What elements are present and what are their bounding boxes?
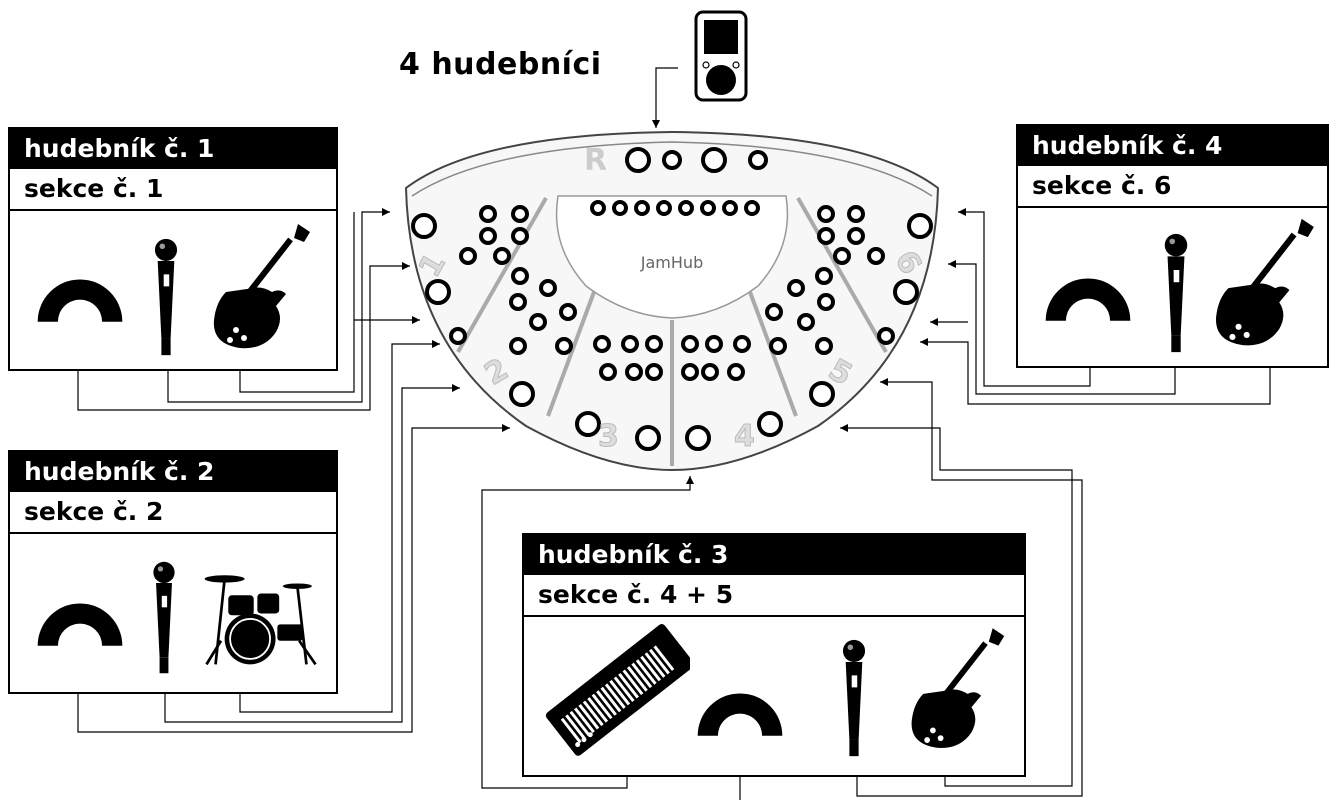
musician-label: hudebník č. 1 (10, 129, 336, 169)
electric-guitar-icon (1208, 216, 1320, 354)
microphone-icon (146, 560, 182, 679)
wire-m3-mic (856, 381, 1083, 797)
hub-logo: JamHub (640, 253, 703, 272)
wire-m3-guitar (840, 427, 1073, 787)
wire-m3-keyboard (481, 476, 691, 789)
electric-guitar-icon (206, 222, 316, 356)
wire-m1-guitar (239, 212, 355, 393)
musician-section: sekce č. 2 (10, 492, 336, 534)
diagram-title: 4 hudebníci (399, 47, 602, 82)
hub-master-label: R (584, 143, 607, 178)
headphones-icon (34, 590, 126, 654)
hub-section-3: 3 (598, 419, 619, 454)
musician-label: hudebník č. 2 (10, 452, 336, 492)
musician-label: hudebník č. 4 (1018, 126, 1327, 166)
mp3-player-icon (694, 10, 748, 102)
keyboard-icon (540, 620, 695, 764)
musician-section: sekce č. 6 (1018, 166, 1327, 208)
headphones-icon (1042, 265, 1134, 329)
hub-section-4: 4 (734, 419, 755, 454)
wire-m4-headphones (958, 211, 1091, 387)
microphone-icon (146, 237, 186, 361)
microphone-icon (834, 638, 874, 762)
headphones-icon (34, 266, 126, 330)
wire-m1-mic (167, 211, 390, 403)
wire-player (655, 67, 678, 128)
electric-guitar-icon (904, 624, 1010, 758)
drum-kit-icon (196, 568, 326, 672)
wire-m4-mic (948, 263, 1176, 395)
microphone-icon (1156, 232, 1196, 358)
wire-m2-drums (239, 343, 440, 713)
wire-m2-headphones (77, 427, 510, 733)
wire-m2-mic (164, 387, 460, 723)
musician-section: sekce č. 1 (10, 169, 336, 211)
wire-m1-headphones (77, 265, 410, 411)
headphones-icon (694, 680, 786, 744)
musician-label: hudebník č. 3 (524, 535, 1024, 575)
musician-section: sekce č. 4 + 5 (524, 575, 1024, 617)
jamhub-mixer: R 1 2 3 4 5 6 JamHub (404, 130, 940, 472)
wire-m4-guitar (920, 341, 1271, 405)
